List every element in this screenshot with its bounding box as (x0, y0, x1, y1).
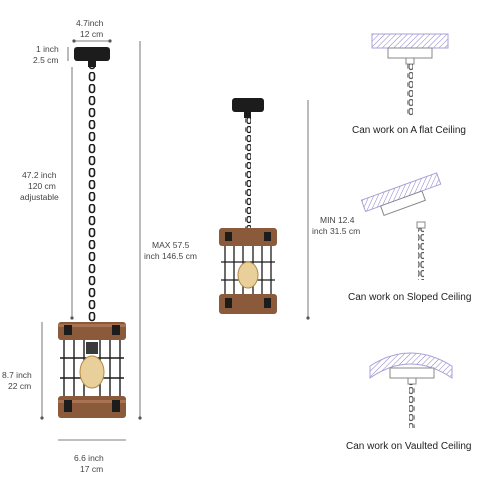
large-lamp (58, 47, 126, 418)
canopy-height-in-label: 1 inch (36, 44, 59, 54)
top-width-cm-label: 12 cm (80, 29, 104, 39)
min-length-full-label: inch 31.5 cm (312, 226, 361, 236)
canopy-height-cm-label: 2.5 cm (33, 55, 59, 65)
canopy (74, 47, 110, 61)
top-width-in-label: 4.7inch (76, 18, 104, 28)
sloped-ceiling-caption: Can work on Sloped Ceiling (348, 292, 472, 303)
dimension-lines (40, 39, 310, 441)
shade-width-cm-label: 17 cm (80, 464, 104, 474)
sloped-ceiling-icon (360, 172, 442, 217)
min-length-label: MIN 12.4 (320, 215, 355, 225)
vaulted-ceiling-caption: Can work on Vaulted Ceiling (346, 441, 472, 452)
chain-length-in-label: 47.2 inch (22, 170, 57, 180)
chain-length-cm-label: 120 cm (28, 181, 56, 191)
shade-height-cm-label: 22 cm (8, 381, 32, 391)
max-length-label: MAX 57.5 (152, 240, 190, 250)
max-length-full-label: inch 146.5 cm (144, 251, 197, 261)
small-lamp (219, 98, 277, 314)
chain-adjustable-label: adjustable (20, 192, 59, 202)
flat-ceiling-icon (371, 33, 449, 116)
shade-width-in-label: 6.6 inch (74, 453, 104, 463)
chain (88, 67, 96, 325)
bulb (79, 355, 105, 389)
flat-ceiling-caption: Can work on A flat Ceiling (352, 125, 466, 136)
shade-height-in-label: 8.7 inch (2, 370, 32, 380)
vaulted-ceiling-icon (369, 352, 453, 428)
